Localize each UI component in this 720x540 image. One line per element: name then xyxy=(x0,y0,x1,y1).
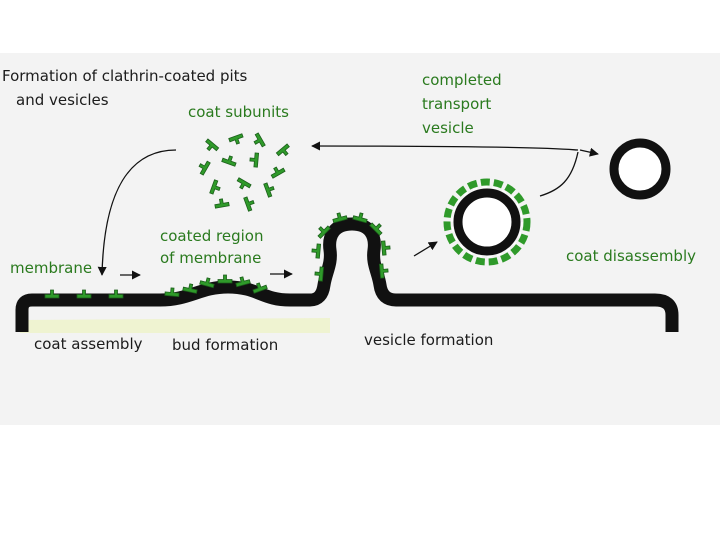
label-completed-line1: completed xyxy=(422,71,502,89)
to-uncoated-vesicle-arrow xyxy=(579,147,599,157)
diagram-title-line2: and vesicles xyxy=(16,91,109,109)
label-vesicle-formation: vesicle formation xyxy=(364,331,494,349)
process-arrows xyxy=(97,141,599,280)
uncoated-vesicle xyxy=(609,138,671,200)
label-coated-region-line1: coated region xyxy=(160,227,264,245)
label-coat-subunits: coat subunits xyxy=(188,103,289,121)
plasma-membrane xyxy=(15,217,679,332)
cytosol-region xyxy=(20,318,330,333)
to-coated-vesicle-arrow xyxy=(413,241,438,257)
vesicle-to-uncoat-arrow xyxy=(539,151,579,197)
recycle-arrow-to-subunits xyxy=(311,141,579,151)
free-coat-subunits xyxy=(195,132,293,212)
label-coat-assembly: coat assembly xyxy=(34,335,143,353)
label-coat-disassembly: coat disassembly xyxy=(566,247,696,265)
label-completed-line2: transport xyxy=(422,95,492,113)
label-membrane: membrane xyxy=(10,259,93,277)
coated-vesicle xyxy=(443,178,531,266)
diagram-title-line1: Formation of clathrin-coated pits xyxy=(2,67,248,85)
subunits-to-membrane-arrow xyxy=(97,149,177,276)
label-bud-formation: bud formation xyxy=(172,336,279,354)
diagram-background xyxy=(0,53,720,425)
label-completed-line3: vesicle xyxy=(422,119,474,137)
label-coated-region-line2: of membrane xyxy=(160,249,262,267)
